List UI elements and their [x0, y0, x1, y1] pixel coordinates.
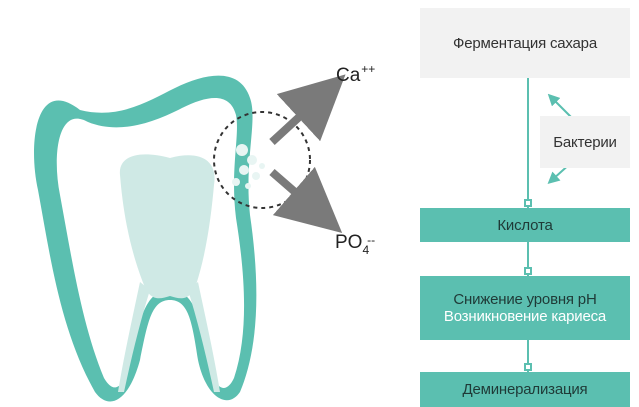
flow-step-label: Кислота [497, 217, 552, 234]
flow-step-sugar-fermentation: Ферментация сахара [420, 8, 630, 78]
calcium-ion-label: Ca++ [336, 62, 375, 87]
arrow-calcium-out [272, 96, 322, 142]
phosphate-ion-label: PO4-- [335, 232, 375, 257]
flow-step-label: Снижение уровня pH [453, 291, 596, 308]
flow-step-label: Бактерии [553, 134, 616, 151]
flow-step-bacteria: Бактерии [540, 116, 630, 168]
flow-step-acid: Кислота [420, 208, 630, 242]
calcium-ion-charge: ++ [361, 62, 375, 76]
phosphate-ion-base: PO [335, 232, 362, 253]
bacteria-arrow-up [552, 98, 572, 118]
tooth-icon [34, 76, 256, 402]
flow-step-label: Ферментация сахара [453, 35, 597, 52]
flow-step-sublabel: Возникновение кариеса [444, 308, 606, 325]
phosphate-ion-charge: -- [367, 233, 375, 247]
arrow-phosphate-out [272, 172, 318, 212]
flow-step-label: Деминерализация [463, 381, 588, 398]
calcium-ion-base: Ca [336, 65, 360, 86]
flow-step-ph-drop: Снижение уровня pH Возникновение кариеса [420, 276, 630, 340]
flow-step-demineralization: Деминерализация [420, 372, 630, 407]
